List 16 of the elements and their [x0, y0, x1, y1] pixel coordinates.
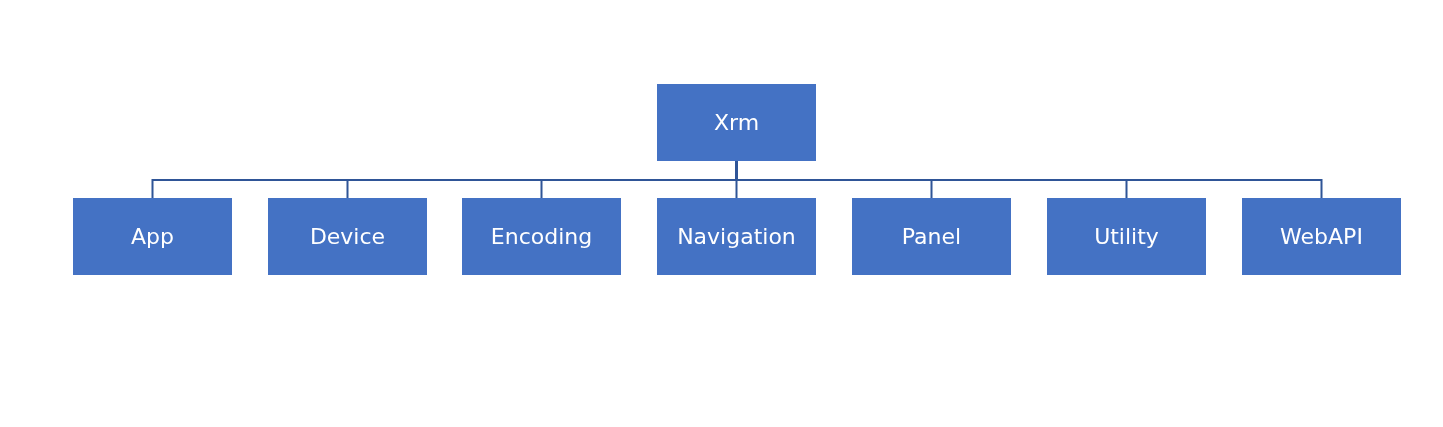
- child-box: [73, 198, 232, 275]
- node-label: Panel: [901, 224, 962, 249]
- node-label: Navigation: [677, 224, 796, 249]
- child-box: [1242, 198, 1401, 275]
- node-label: Xrm: [713, 110, 760, 135]
- node-label: App: [131, 224, 174, 249]
- child-box: [268, 198, 427, 275]
- node-label: Device: [309, 224, 386, 249]
- child-box: [657, 198, 816, 275]
- child-box: [462, 198, 621, 275]
- node-label: Encoding: [490, 224, 593, 249]
- child-box: [1047, 198, 1206, 275]
- root-box: [657, 84, 816, 161]
- child-box: [852, 198, 1011, 275]
- node-label: Utility: [1094, 224, 1159, 249]
- node-label: WebAPI: [1280, 224, 1363, 249]
